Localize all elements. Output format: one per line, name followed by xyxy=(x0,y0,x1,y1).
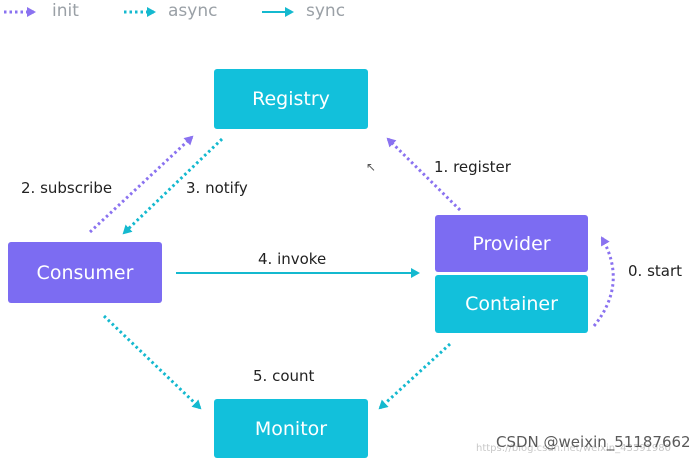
register-arrow xyxy=(386,137,462,212)
legend-async-label: async xyxy=(168,1,218,21)
start-arrow xyxy=(592,236,615,327)
watermark-csdn: CSDN @weixin_51187662 xyxy=(496,433,691,451)
registry-node: Registry xyxy=(214,69,368,129)
consumer-node: Consumer xyxy=(8,242,162,303)
monitor-node: Monitor xyxy=(214,399,368,458)
watermark-url: https://blog.csdn.net/weixin_43591980 xyxy=(476,443,672,454)
notify-arrow xyxy=(122,137,224,235)
container-node: Container xyxy=(435,275,588,333)
legend-sync-label: sync xyxy=(306,1,346,21)
count-arrow-container xyxy=(378,342,452,410)
mouse-cursor-icon: ↖ xyxy=(366,160,377,174)
count-arrow-consumer xyxy=(102,314,202,410)
invoke-label: 4. invoke xyxy=(258,250,327,268)
start-label: 0. start xyxy=(628,262,683,280)
register-label: 1. register xyxy=(434,158,511,176)
count-label: 5. count xyxy=(253,367,315,385)
subscribe-label: 2. subscribe xyxy=(21,179,113,197)
subscribe-arrow xyxy=(88,135,194,234)
legend-init-label: init xyxy=(52,1,79,21)
notify-label: 3. notify xyxy=(186,179,248,197)
provider-node: Provider xyxy=(435,215,588,272)
